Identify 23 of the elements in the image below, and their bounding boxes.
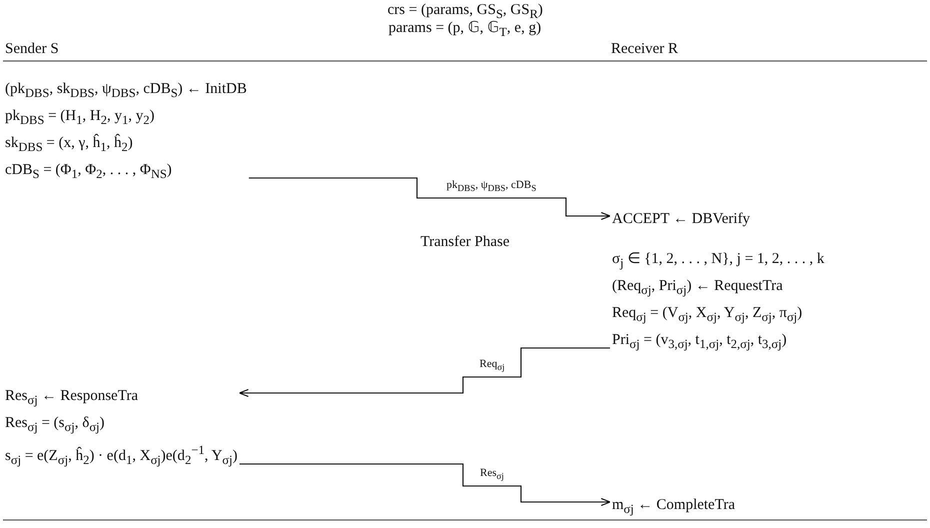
equation: Pri$_{σj}$ = (v$_{3,σj}$, t$_{1,σj}$, t$_{2,σj}$, t$_{3,σj}$) bbox=[612, 331, 787, 353]
equation: s$_{σj}$ = e(Z$_{σj}$, ĥ$_{2}$) · e(d$_{1}$, X$_{σj}$)e(d$_{2}$$^{−1}$, Y$_{σj}$) bbox=[5, 442, 238, 469]
equation: Res$_{σj}$ ← ResponseTra bbox=[5, 387, 138, 409]
message-arrow bbox=[238, 347, 610, 398]
equation: pk$_{DBS}$ = (H$_{1}$, H$_{2}$, y$_{1}$, y$_{2}$) bbox=[5, 107, 154, 129]
equation: σ$_{j}$ ∈ {1, 2, . . . , N}, j = 1, 2, . . . , k bbox=[612, 250, 824, 272]
edge-label: Res$_{σj}$ bbox=[478, 467, 506, 484]
equation: ACCEPT ← DBVerify bbox=[612, 210, 750, 229]
column-heading: Sender S bbox=[5, 40, 59, 58]
equation: cDB$_{S}$ = (Φ$_{1}$, Φ$_{2}$, . . . , Φ$_{NS}$) bbox=[5, 161, 172, 183]
equation: Req$_{σj}$ = (V$_{σj}$, X$_{σj}$, Y$_{σj}$, Z$_{σj}$, π$_{σj}$) bbox=[612, 304, 802, 326]
message-arrow bbox=[248, 177, 611, 220]
edge-label: Req$_{σj}$ bbox=[478, 358, 507, 374]
equation: Res$_{σj}$ = (s$_{σj}$, δ$_{σj}$) bbox=[5, 414, 105, 436]
equation: m$_{σj}$ ← CompleteTra bbox=[612, 496, 736, 518]
equation: crs = (params, GS$_{S}$, GS$_{R}$) bbox=[388, 1, 543, 21]
column-heading: Receiver R bbox=[611, 40, 678, 58]
equation: (Req$_{σj}$, Pri$_{σj}$) ← RequestTra bbox=[612, 277, 783, 299]
equation: params = (p, 𝔾, 𝔾$_{T}$, e, g) bbox=[388, 19, 542, 41]
equation: (pk$_{DBS}$, sk$_{DBS}$, ψ$_{DBS}$, cDB$_{S}$) ← InitDB bbox=[5, 80, 247, 102]
message-arrow bbox=[240, 463, 611, 506]
phase-heading: Transfer Phase bbox=[420, 233, 510, 251]
equation: sk$_{DBS}$ = (x, γ, ĥ$_{1}$, ĥ$_{2}$) bbox=[5, 132, 133, 156]
